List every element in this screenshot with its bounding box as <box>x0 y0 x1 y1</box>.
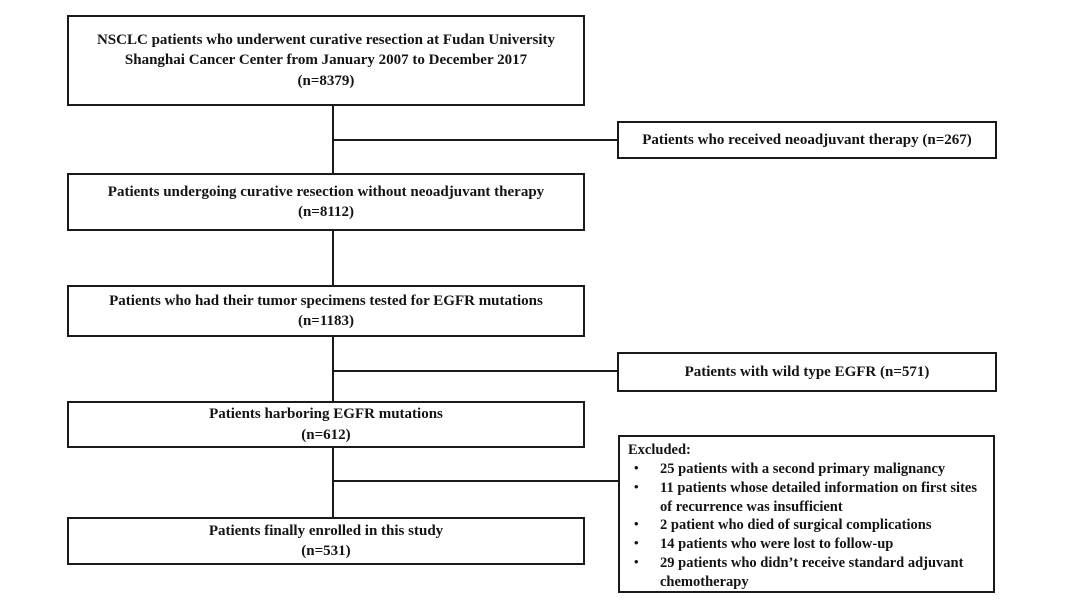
exclusion-item: • 2 patient who died of surgical complic… <box>628 516 985 535</box>
box-neoadjuvant-excluded-label: Patients who received neoadjuvant therap… <box>642 131 972 148</box>
exclusion-item-text: 25 patients with a second primary malign… <box>660 460 946 477</box>
box-initial-cohort-line2: Shanghai Cancer Center from January 2007… <box>124 52 528 69</box>
connector-noneoadjuvant-to-tested <box>332 229 334 285</box>
box-initial-cohort-line1: NSCLC patients who underwent curative re… <box>96 32 556 49</box>
box-egfr-mutations: Patients harboring EGFR mutations (n=612… <box>67 401 585 448</box>
bullet-icon: • <box>634 478 639 494</box>
exclusion-heading: Excluded: <box>628 442 691 458</box>
box-neoadjuvant-excluded: Patients who received neoadjuvant therap… <box>617 121 997 159</box>
box-egfr-tested-line1: Patients who had their tumor specimens t… <box>109 292 543 309</box>
box-no-neoadjuvant-count: (n=8112) <box>297 204 355 220</box>
box-wildtype-excluded-label: Patients with wild type EGFR (n=571) <box>684 363 930 380</box>
bullet-icon: • <box>634 535 639 551</box>
box-egfr-mutations-line1: Patients harboring EGFR mutations <box>209 406 443 423</box>
box-no-neoadjuvant-line1: Patients undergoing curative resection w… <box>107 183 545 200</box>
box-no-neoadjuvant: Patients undergoing curative resection w… <box>67 173 585 231</box>
exclusion-item-text: 14 patients who were lost to follow-up <box>660 536 894 553</box>
exclusion-item-text: 2 patient who died of surgical complicat… <box>660 517 932 534</box>
connector-branch-neoadjuvant <box>332 139 617 141</box>
exclusion-item-text: 11 patients whose detailed information o… <box>660 479 977 515</box>
box-exclusion-criteria: Excluded: • 25 patients with a second pr… <box>618 435 995 593</box>
connector-branch-excluded <box>332 480 618 482</box>
exclusion-item: • 29 patients who didn’t receive standar… <box>628 554 985 592</box>
box-final-enrolled-count: (n=531) <box>301 543 351 559</box>
exclusion-item: • 14 patients who were lost to follow-up <box>628 535 985 554</box>
box-egfr-mutations-count: (n=612) <box>301 426 351 443</box>
bullet-icon: • <box>634 459 639 475</box>
box-egfr-tested: Patients who had their tumor specimens t… <box>67 285 585 337</box>
exclusion-item-text: 29 patients who didn’t receive standard … <box>660 555 964 590</box>
box-initial-cohort-count: (n=8379) <box>297 72 355 89</box>
bullet-icon: • <box>634 554 639 570</box>
box-final-enrolled-line1: Patients finally enrolled in this study <box>208 522 444 539</box>
box-egfr-tested-count: (n=1183) <box>297 313 355 329</box>
box-final-enrolled: Patients finally enrolled in this study … <box>67 517 585 565</box>
bullet-icon: • <box>634 516 639 532</box>
exclusion-item: • 11 patients whose detailed information… <box>628 479 985 517</box>
exclusion-item: • 25 patients with a second primary mali… <box>628 460 985 479</box>
connector-branch-wildtype <box>332 370 617 372</box>
box-wildtype-excluded: Patients with wild type EGFR (n=571) <box>617 352 997 392</box>
box-initial-cohort: NSCLC patients who underwent curative re… <box>67 15 585 106</box>
connector-tested-to-mutations <box>332 335 334 401</box>
